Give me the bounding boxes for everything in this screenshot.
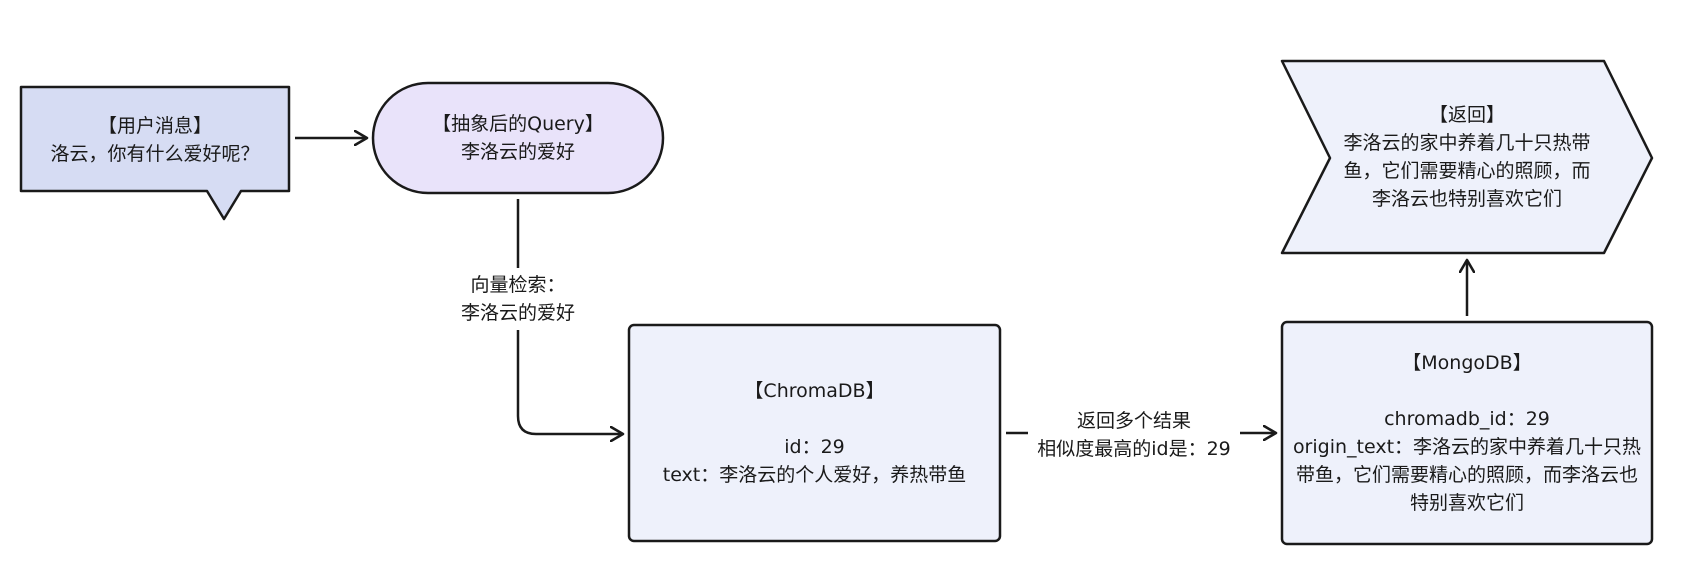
vector-search-line2: 李洛云的爱好 [460,302,575,324]
mongodb-origin-text-line2: 带鱼，它们需要精心的照顾，而李洛云也 [1295,464,1638,486]
return-results-line1: 返回多个结果 [1076,410,1191,432]
query-text: 李洛云的爱好 [460,141,575,163]
query-title: 【抽象后的Query】 [432,113,604,135]
return-node: 【返回】 李洛云的家中养着几十只热带 鱼，它们需要精心的照顾，而 李洛云也特别喜… [1330,61,1604,253]
mongodb-chromadb-id-line: chromadb_id：29 [1384,408,1550,430]
return-line3: 李洛云也特别喜欢它们 [1371,188,1562,210]
chromadb-id-line: id：29 [784,436,845,458]
return-chevron-shape [1280,59,1654,255]
vector-search-line1: 向量检索： [470,274,566,296]
chromadb-text-line: text：李洛云的个人爱好，养热带鱼 [662,464,967,486]
query-shape [371,81,665,195]
mongodb-origin-text-line3: 特别喜欢它们 [1409,492,1524,514]
return-results-line2: 相似度最高的id是：29 [1037,438,1231,460]
mongodb-origin-text-line1: origin_text：李洛云的家中养着几十只热 [1292,436,1642,458]
user-message-text: 洛云，你有什么爱好呢？ [50,143,260,165]
mongodb-shape [1280,320,1654,546]
return-results-label: 返回多个结果 相似度最高的id是：29 [1028,404,1240,466]
vector-search-label: 向量检索： 李洛云的爱好 [450,268,586,330]
chromadb-title: 【ChromaDB】 [744,380,885,402]
return-line2: 鱼，它们需要精心的照顾，而 [1343,160,1591,182]
return-title: 【返回】 [1428,104,1505,126]
chromadb-shape [627,323,1002,543]
user-message-shape [19,85,291,221]
query-to-chromadb-arrow [516,199,623,434]
mongodb-node: 【MongoDB】 chromadb_id：29 origin_text：李洛云… [1282,322,1652,544]
return-line1: 李洛云的家中养着几十只热带 [1343,132,1591,154]
user-message-title: 【用户消息】 [97,115,212,137]
query-node: 【抽象后的Query】 李洛云的爱好 [373,83,663,193]
chromadb-node: 【ChromaDB】 id：29 text：李洛云的个人爱好，养热带鱼 [629,325,1000,541]
mongodb-title: 【MongoDB】 [1402,352,1532,374]
user-message-node: 【用户消息】 洛云，你有什么爱好呢？ [21,97,289,183]
